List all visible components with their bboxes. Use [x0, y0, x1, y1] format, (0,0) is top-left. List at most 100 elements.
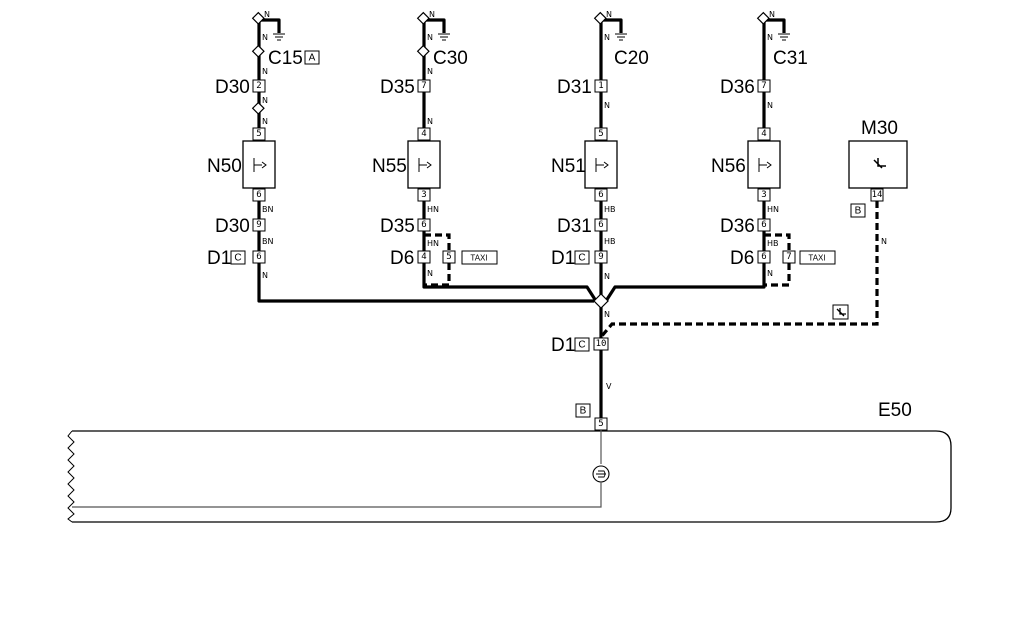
- pin: 6: [417, 218, 431, 232]
- splice-diamond: [593, 293, 609, 309]
- svg-text:4: 4: [421, 252, 426, 262]
- svg-text:6: 6: [256, 190, 261, 200]
- wire-code: HB: [767, 239, 779, 248]
- connector-c30-label: C30: [433, 48, 468, 69]
- motor-symbol-icon: [832, 304, 849, 320]
- connector-c20-label: C20: [614, 48, 649, 69]
- svg-text:6: 6: [761, 220, 766, 230]
- pin: 3: [757, 188, 771, 202]
- switch-n55-label: N55: [372, 156, 407, 177]
- wire-code: N: [262, 271, 268, 280]
- splice-diamond: [593, 11, 607, 25]
- svg-text:5: 5: [446, 252, 451, 262]
- wire-code: N: [767, 101, 773, 110]
- svg-text:TAXI: TAXI: [470, 254, 487, 263]
- wire-code: N: [427, 269, 433, 278]
- svg-text:10: 10: [596, 339, 607, 349]
- d1-tag: C: [230, 250, 246, 265]
- svg-text:7: 7: [786, 252, 791, 262]
- wire-code: N: [767, 33, 773, 42]
- circuit-n50: N N N N N C15 A D30 2 5 N50 6 BN D30 9 B…: [207, 10, 594, 303]
- splice-diamond: [416, 44, 430, 58]
- wire-code: N: [604, 33, 610, 42]
- pin: 6: [757, 250, 771, 264]
- splice-diamond: [416, 11, 430, 25]
- pin: 5: [594, 127, 608, 141]
- connector-d36-label: D36: [720, 216, 755, 237]
- wire-code: N: [427, 117, 433, 126]
- pin: 6: [594, 218, 608, 232]
- wire-code: HN: [427, 205, 439, 214]
- pin: 5: [594, 417, 608, 431]
- pin: 7: [757, 79, 771, 93]
- switch-n50: [242, 140, 276, 189]
- connector-d31-label: D31: [557, 216, 592, 237]
- wire-code: HB: [604, 205, 616, 214]
- c15-tag: A: [304, 50, 320, 65]
- connector-d30-label: D30: [215, 77, 250, 98]
- pin: 9: [252, 218, 266, 232]
- wire-code: N: [429, 10, 435, 19]
- wire-code: N: [262, 96, 268, 105]
- svg-text:14: 14: [872, 190, 883, 200]
- svg-text:4: 4: [761, 129, 766, 139]
- d1-tag: C: [574, 250, 590, 265]
- wire-code: V: [606, 382, 612, 391]
- connector-d6-label: D6: [730, 248, 754, 269]
- svg-text:6: 6: [598, 220, 603, 230]
- svg-text:5: 5: [598, 129, 603, 139]
- wire-code: N: [606, 10, 612, 19]
- splice-diamond: [251, 101, 265, 115]
- pin: 4: [417, 127, 431, 141]
- svg-text:3: 3: [761, 190, 766, 200]
- pin: 10: [593, 337, 609, 351]
- wire-code: N: [881, 237, 887, 246]
- svg-text:6: 6: [761, 252, 766, 262]
- svg-text:6: 6: [256, 252, 261, 262]
- connector-d35-label: D35: [380, 77, 415, 98]
- pin: 4: [757, 127, 771, 141]
- wire-code: BN: [262, 237, 273, 246]
- svg-text:9: 9: [256, 220, 261, 230]
- wire-code: N: [264, 10, 270, 19]
- pin: 14: [870, 188, 884, 202]
- connector-d30-label: D30: [215, 216, 250, 237]
- taxi-tag: TAXI: [461, 250, 498, 265]
- component-e50: E50: [67, 400, 952, 523]
- svg-text:6: 6: [421, 220, 426, 230]
- svg-text:5: 5: [598, 419, 603, 429]
- svg-text:3: 3: [421, 190, 426, 200]
- svg-text:TAXI: TAXI: [808, 254, 825, 263]
- connector-d1-label: D1: [551, 248, 575, 269]
- pin: 6: [594, 188, 608, 202]
- splice-diamond: [251, 11, 265, 25]
- circuit-n51: N N N C20 D31 1 5 N51 6 HB D31 6 HB D1 C…: [551, 10, 649, 296]
- b-tag: B: [575, 403, 591, 418]
- pin: 7: [782, 250, 796, 264]
- pin: 1: [594, 79, 608, 93]
- wire-code: BN: [262, 205, 273, 214]
- wire-code: N: [767, 269, 773, 278]
- pin: 7: [417, 79, 431, 93]
- component-m30: M30 14 B N: [599, 118, 908, 339]
- wire-code: N: [262, 67, 268, 76]
- m30-label: M30: [861, 118, 898, 139]
- wire-code: HN: [427, 239, 439, 248]
- switch-n56-label: N56: [711, 156, 746, 177]
- pin: 4: [417, 250, 431, 264]
- pin: 2: [252, 79, 266, 93]
- pin: 6: [757, 218, 771, 232]
- wire-code: N: [427, 33, 433, 42]
- splice-diamond: [251, 44, 265, 58]
- switch-n56: [747, 140, 781, 189]
- pin: 6: [252, 188, 266, 202]
- connector-d36-label: D36: [720, 77, 755, 98]
- pin: 6: [252, 250, 266, 264]
- svg-text:C: C: [578, 340, 585, 351]
- wire-code: N: [604, 310, 610, 319]
- circuit-n55: N N N N C30 D35 7 4 N55 3 HN D35 6 HN D6…: [372, 10, 598, 302]
- switch-n51-label: N51: [551, 156, 586, 177]
- connector-d35-label: D35: [380, 216, 415, 237]
- e50-label: E50: [878, 400, 912, 421]
- svg-text:B: B: [855, 206, 862, 217]
